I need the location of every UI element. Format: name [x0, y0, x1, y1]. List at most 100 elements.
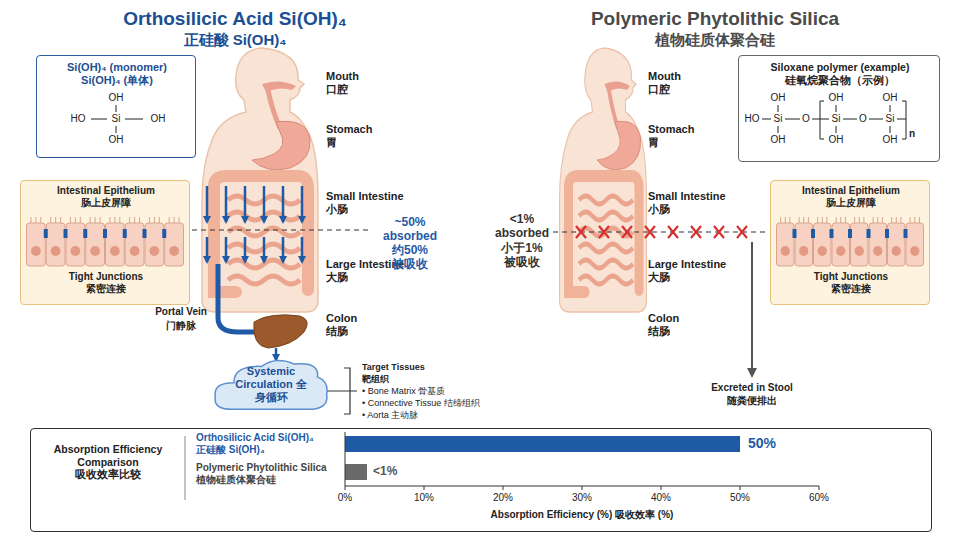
label: Mouth: [648, 70, 748, 83]
label: 被吸收: [493, 255, 551, 269]
label: Absorption Efficiency (%) 吸收效率 (%): [392, 509, 772, 521]
label: 10%: [404, 492, 444, 504]
label: 30%: [562, 492, 602, 504]
label: Si: [107, 113, 125, 125]
node-text: Tight Junctions: [775, 271, 927, 283]
label: Stomach: [648, 123, 748, 136]
label: OH: [146, 113, 170, 125]
label: Polymeric Phytolithic Silica: [525, 8, 905, 31]
label: 20%: [483, 492, 523, 504]
portal-vein: [218, 264, 256, 332]
node-text: Tight Junctions: [25, 271, 187, 283]
tick: [503, 486, 504, 490]
label: 小肠: [326, 203, 426, 216]
node-text: 紧密连接: [775, 283, 927, 295]
epithelial-cells: [776, 215, 924, 267]
label: Polymeric Phytolithic Silica: [196, 462, 342, 474]
label: 口腔: [326, 83, 426, 96]
node-text: Intestinal Epithelium: [775, 185, 927, 197]
excretion-arrow: [751, 242, 753, 376]
label: absorbed: [493, 226, 551, 240]
flow-arrow: [275, 348, 278, 360]
label: O: [858, 113, 868, 125]
label: Si: [771, 113, 785, 125]
label: OH: [104, 134, 128, 146]
tick: [345, 486, 346, 490]
label: Mouth: [326, 70, 426, 83]
text-group: Tight Junctions紧密连接: [775, 271, 927, 295]
bracket: [327, 368, 357, 414]
text-group: Systemic Circulation 全身循环: [231, 365, 311, 405]
label: 正硅酸 Si(OH)₄: [45, 31, 425, 49]
label: Colon: [648, 312, 748, 325]
node-text: 紧密连接: [25, 283, 187, 295]
circulation-cloud: Systemic Circulation 全身循环: [213, 356, 329, 414]
label: 小于1%: [493, 241, 551, 255]
label: 结肠: [326, 325, 426, 338]
node-text: Absorption Efficiency Comparison: [37, 443, 179, 468]
tick: [582, 486, 583, 490]
epithelium-box: Intestinal Epithelium肠上皮屏障 Tight Junction…: [20, 180, 190, 305]
label: Excreted in Stool: [697, 382, 807, 394]
label: 胃: [648, 136, 748, 149]
label: Orthosilicic Acid Si(OH)₄: [196, 432, 342, 444]
liver: [254, 315, 307, 348]
label: HO: [66, 113, 90, 125]
label: 0%: [325, 492, 365, 504]
node-text: 硅氧烷聚合物（示例）: [743, 74, 937, 87]
label: OH: [878, 92, 902, 104]
label: 被吸收: [375, 257, 445, 271]
node-text: Intestinal Epithelium: [25, 185, 187, 197]
label: 靶组织: [362, 374, 512, 385]
label: Si: [883, 113, 897, 125]
text-group: Si(OH)₄ (monomer)Si(OH)₄ (单体): [41, 61, 193, 87]
label: 口腔: [648, 83, 748, 96]
label: Stomach: [326, 123, 426, 136]
label: Colon: [326, 312, 426, 325]
tick: [740, 486, 741, 490]
node-text: 肠上皮屏障: [775, 197, 927, 209]
barrier-line: [553, 231, 768, 232]
blocked-marks: [576, 226, 747, 238]
axis-ticks: [345, 486, 819, 490]
text-group: Absorption Efficiency Comparison吸收效率比较: [37, 443, 179, 481]
label: • Aorta 主动脉: [362, 410, 512, 421]
label: 大肠: [326, 271, 426, 284]
bar: [345, 464, 367, 480]
label: 40%: [641, 492, 681, 504]
label: O: [801, 113, 811, 125]
label: OH: [766, 134, 790, 146]
formula-box: Siloxane polymer (example)硅氧烷聚合物（示例）: [738, 55, 940, 162]
node-text: Systemic Circulation 全身循环: [231, 365, 311, 405]
chart-panel: Absorption Efficiency Comparison吸收效率比较: [30, 428, 932, 532]
text-group: Siloxane polymer (example)硅氧烷聚合物（示例）: [743, 61, 937, 86]
barrier-line: [192, 229, 370, 230]
label: HO: [742, 113, 762, 125]
node-text: 吸收效率比较: [37, 468, 179, 481]
label: ~50%: [375, 215, 445, 229]
label: Portal Vein: [149, 306, 213, 318]
label: <1%: [493, 212, 551, 226]
text-group: Intestinal Epithelium肠上皮屏障: [25, 185, 187, 209]
label: <1%: [373, 464, 413, 478]
label: 结肠: [648, 325, 748, 338]
label: Si: [829, 113, 843, 125]
label: • Bone Matrix 骨基质: [362, 386, 512, 397]
node-text: Siloxane polymer (example): [743, 61, 937, 74]
label: OH: [878, 134, 902, 146]
label: 植物硅质体聚合硅: [525, 31, 905, 49]
label: 门静脉: [149, 320, 213, 332]
label: Small Intestine: [648, 190, 748, 203]
label: 正硅酸 Si(OH)₄: [196, 444, 342, 456]
tick: [819, 486, 820, 490]
tick: [424, 486, 425, 490]
bar: [345, 436, 740, 452]
label: 60%: [799, 492, 839, 504]
divider: [185, 436, 186, 500]
label: OH: [766, 92, 790, 104]
label: 约50%: [375, 243, 445, 257]
label: 随粪便排出: [697, 395, 807, 407]
node-text: Si(OH)₄ (单体): [41, 74, 193, 87]
node-text: 肠上皮屏障: [25, 197, 187, 209]
